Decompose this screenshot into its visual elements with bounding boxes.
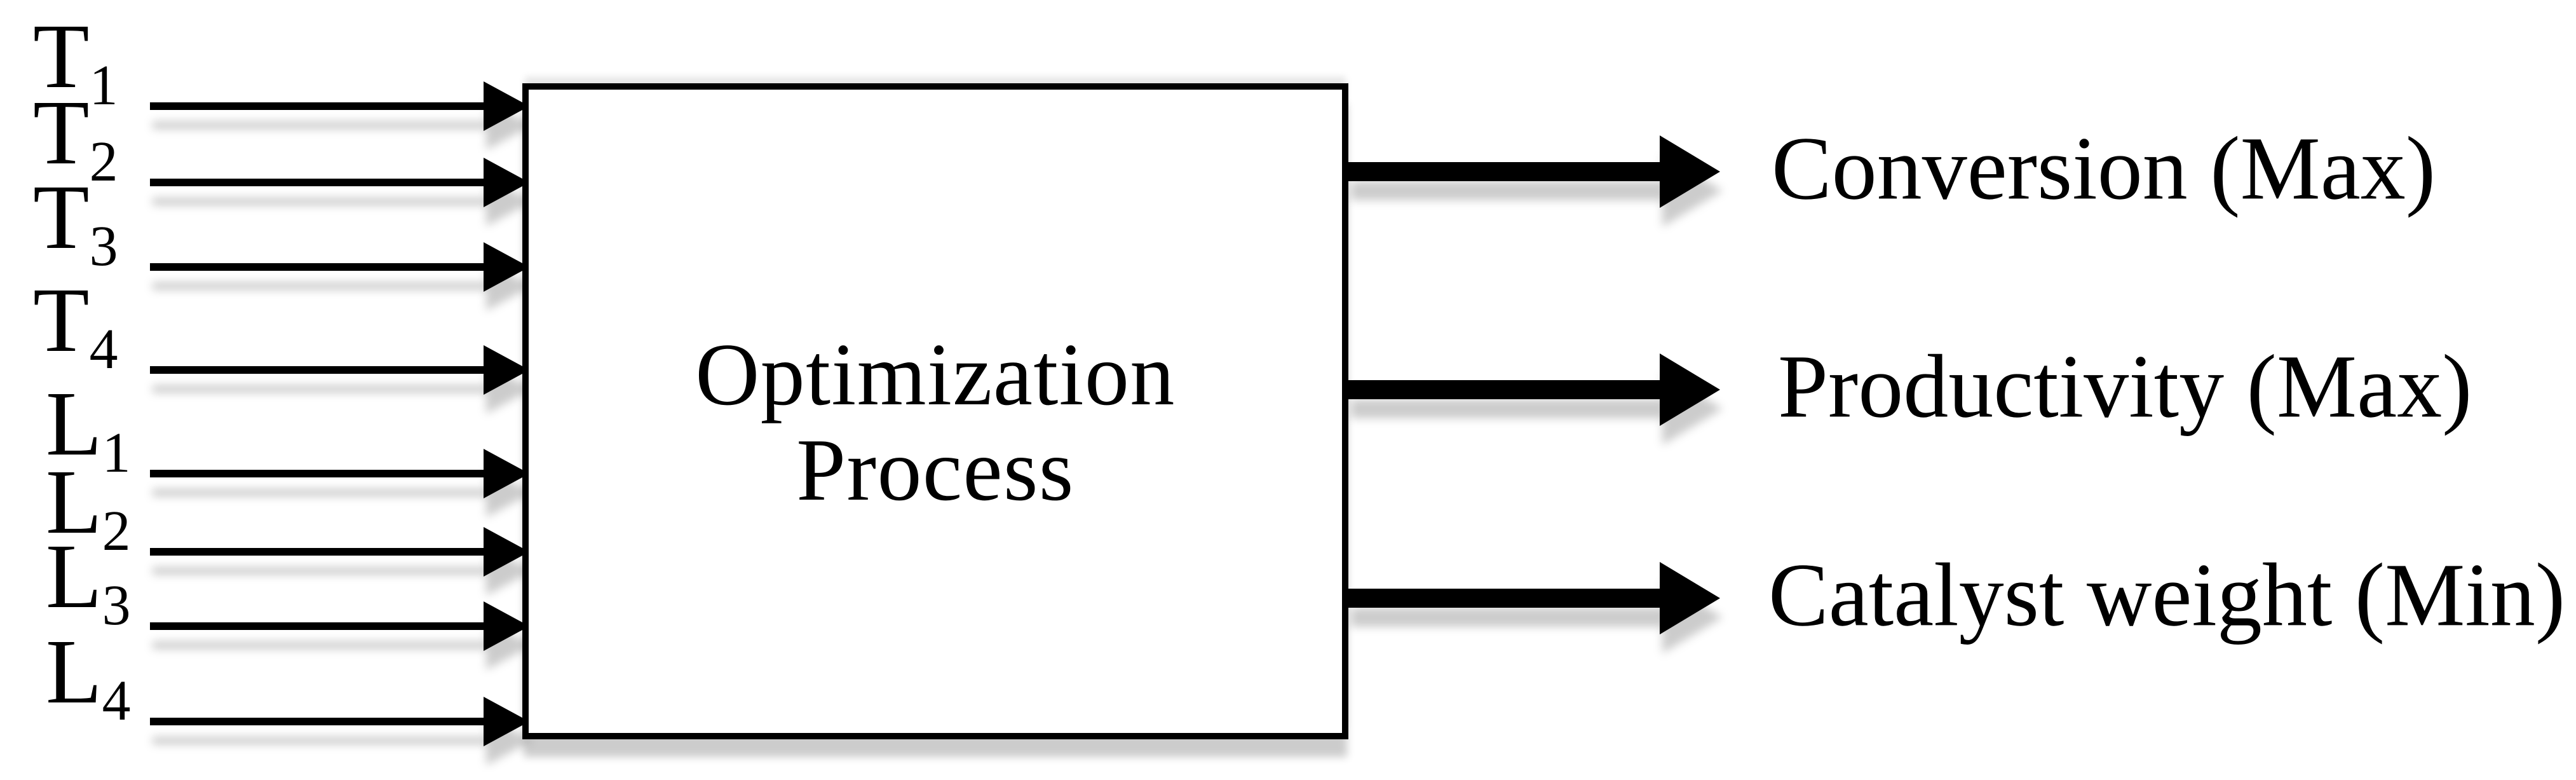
input-label-l3: L3 [46,531,131,634]
input-label-subscript: 3 [102,573,131,637]
process-box-label: Optimization Process [695,304,1176,518]
arrow-shaft [150,718,487,725]
arrowhead-icon [484,242,529,292]
output-label-conversion: Conversion (Max) [1772,118,2436,219]
input-label-base: L [46,621,102,723]
input-arrow-l2 [150,527,531,577]
input-arrow-t1 [150,81,531,131]
arrowhead-icon [1660,353,1720,426]
input-arrow-l3 [150,601,531,651]
arrow-shaft [150,622,487,630]
input-label-subscript: 1 [89,53,118,117]
input-arrow-t3 [150,242,531,292]
input-arrow-t2 [150,158,531,207]
input-label-l4: L4 [46,626,131,730]
input-label-t3: T3 [33,172,118,275]
arrowhead-icon [1660,135,1720,208]
input-arrow-l4 [150,697,531,746]
arrowhead-icon [484,601,529,651]
input-label-subscript: 4 [89,317,118,381]
output-arrow-catalyst-weight [1348,562,1723,634]
input-label-t2: T2 [33,87,118,191]
input-label-t1: T1 [33,11,118,114]
input-label-subscript: 4 [102,669,131,732]
arrow-shaft [1348,589,1663,608]
input-label-t4: T4 [33,275,118,378]
input-label-base: T [33,270,90,371]
output-arrow-conversion [1348,135,1723,208]
arrowhead-icon [484,345,529,395]
arrowhead-icon [1660,562,1720,634]
input-label-base: T [33,82,90,184]
arrowhead-icon [484,449,529,498]
arrow-shaft [150,470,487,477]
arrow-shaft [1348,380,1663,399]
arrow-shaft [1348,162,1663,181]
arrow-shaft [150,179,487,186]
output-arrow-productivity [1348,353,1723,426]
arrowhead-icon [484,527,529,577]
arrow-shaft [150,102,487,110]
arrowhead-icon [484,158,529,207]
process-box-label-line1: Optimization [695,325,1176,425]
input-label-l1: L1 [46,378,131,482]
input-label-base: T [33,167,90,268]
arrow-shaft [150,366,487,374]
arrow-shaft [150,548,487,556]
input-label-l2: L2 [46,456,131,560]
input-arrow-l1 [150,449,531,498]
input-arrow-t4 [150,345,531,395]
process-box-label-line2: Process [796,421,1074,519]
input-label-subscript: 2 [102,499,131,563]
output-label-productivity: Productivity (Max) [1778,336,2472,437]
arrow-shaft [150,263,487,271]
input-label-base: L [46,451,102,553]
input-label-base: T [33,6,90,107]
input-label-base: L [46,373,102,475]
input-label-base: L [46,526,102,627]
process-box: Optimization Process [522,83,1348,739]
input-label-subscript: 3 [89,214,118,278]
input-label-subscript: 1 [102,421,131,484]
arrowhead-icon [484,81,529,131]
input-label-subscript: 2 [89,130,118,193]
arrowhead-icon [484,697,529,746]
output-label-catalyst-weight: Catalyst weight (Min) [1768,544,2566,645]
